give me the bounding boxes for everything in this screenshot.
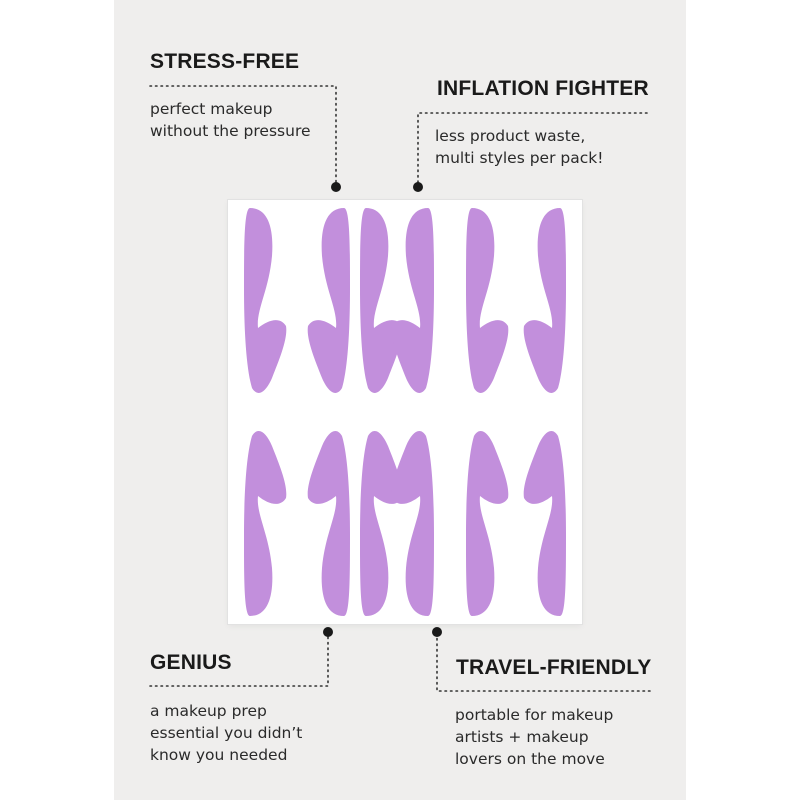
stencil-shape (244, 208, 287, 393)
callout-title-inflation-fighter: INFLATION FIGHTER (437, 77, 649, 100)
stencil-sheet-image (228, 200, 582, 624)
leader-dot-genius (323, 627, 333, 637)
stencil-shape (391, 431, 434, 616)
stencil-shape (307, 208, 350, 393)
desc-line: perfect makeup (150, 100, 273, 118)
stencil-shape (466, 431, 509, 616)
stencil-shape (523, 208, 566, 393)
leader-inflation-fighter (417, 112, 648, 187)
callout-title-genius: GENIUS (150, 651, 232, 674)
desc-line: less product waste, (435, 127, 586, 145)
leader-dot-stress-free (331, 182, 341, 192)
callout-desc-stress-free: perfect makeup without the pressure (150, 98, 311, 142)
leader-travel-friendly (436, 631, 651, 692)
leader-dot-travel-friendly (432, 627, 442, 637)
callout-title-stress-free: STRESS-FREE (150, 50, 300, 73)
stencil-shape (307, 431, 350, 616)
callout-title-travel-friendly: TRAVEL-FRIENDLY (456, 656, 652, 679)
stencil-shape (523, 431, 566, 616)
leader-genius (149, 631, 329, 687)
desc-line: know you needed (150, 746, 288, 764)
callout-desc-genius: a makeup prep essential you didn’t know … (150, 700, 302, 766)
stencil-shape (466, 208, 509, 393)
leader-stress-free (149, 85, 337, 187)
desc-line: portable for makeup (455, 706, 614, 724)
stencil-shape (360, 208, 403, 393)
desc-line: without the pressure (150, 122, 311, 140)
stencil-shape (391, 208, 434, 393)
callout-desc-inflation-fighter: less product waste, multi styles per pac… (435, 125, 603, 169)
stencil-shapes (244, 208, 566, 616)
desc-line: lovers on the move (455, 750, 605, 768)
stencil-shape (360, 431, 403, 616)
leader-dot-inflation-fighter (413, 182, 423, 192)
desc-line: artists + makeup (455, 728, 589, 746)
desc-line: multi styles per pack! (435, 149, 604, 167)
callout-desc-travel-friendly: portable for makeup artists + makeup lov… (455, 704, 613, 770)
desc-line: a makeup prep (150, 702, 267, 720)
stencil-shape (244, 431, 287, 616)
desc-line: essential you didn’t (150, 724, 303, 742)
